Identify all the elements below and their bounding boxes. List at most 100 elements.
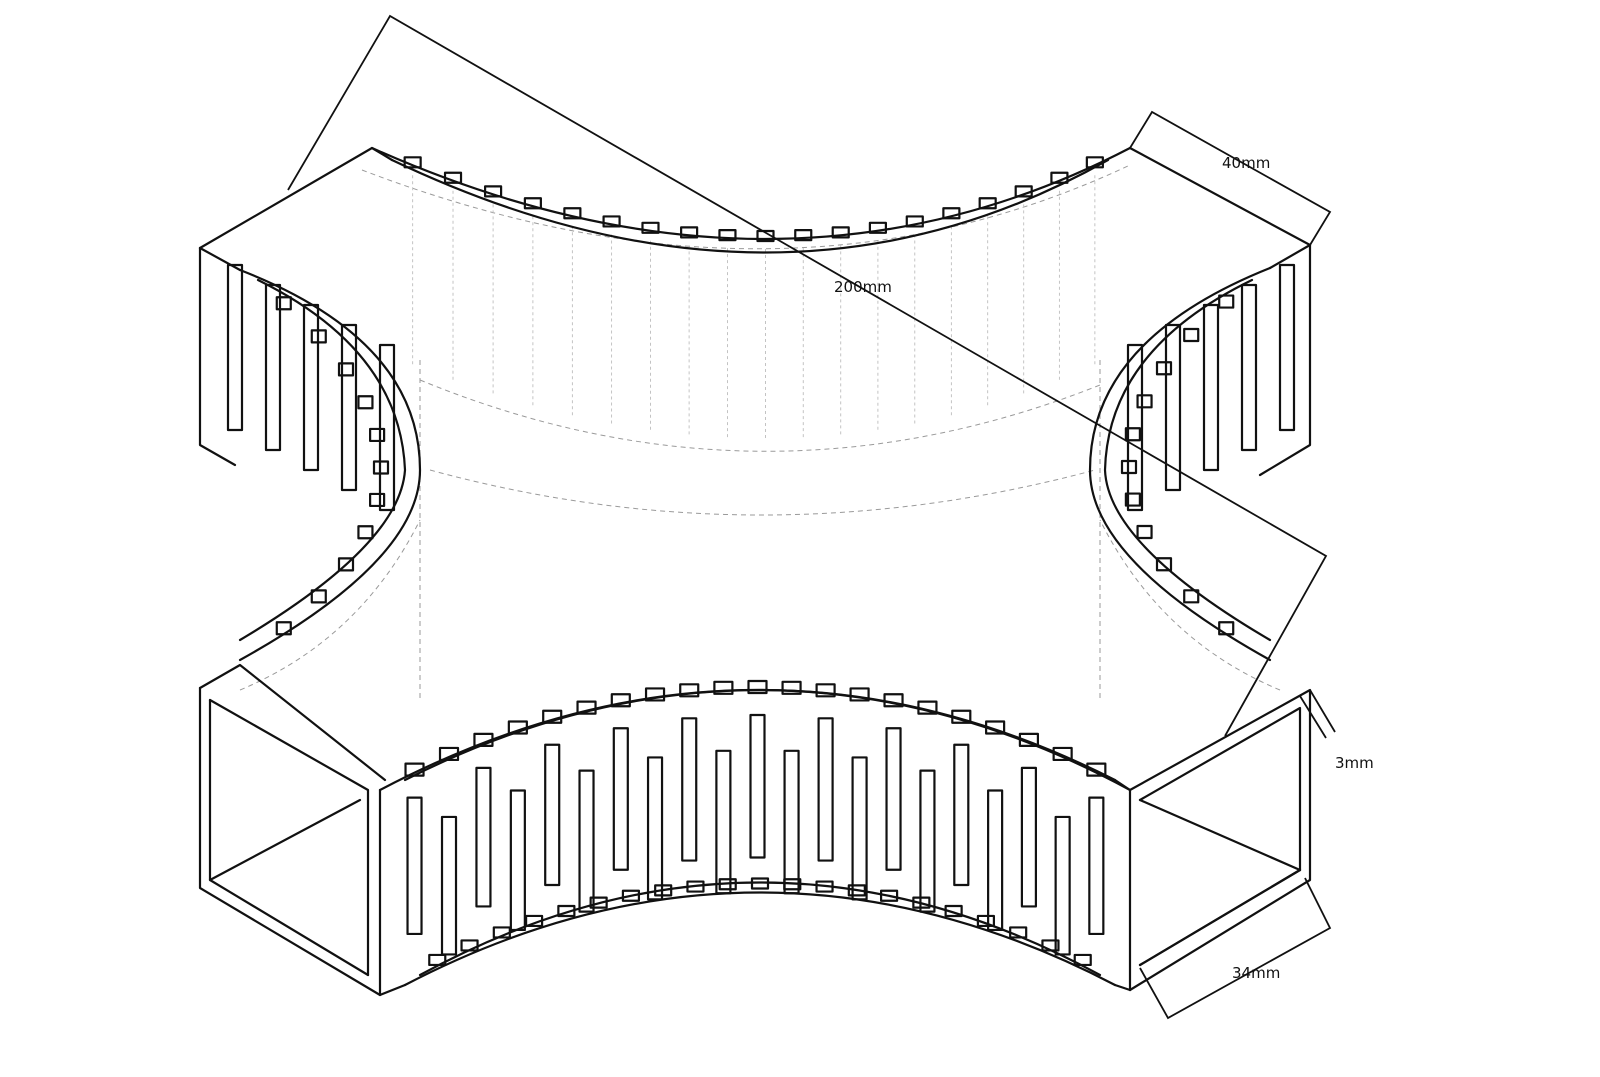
dimension-lines <box>287 14 1336 1020</box>
hinge-slot <box>1202 303 1220 472</box>
joint-tooth <box>1014 185 1033 198</box>
joint-tooth <box>524 914 544 928</box>
joint-tooth <box>756 229 775 243</box>
hinge-slot <box>1164 323 1182 492</box>
hinge-slot <box>1240 283 1258 452</box>
joint-tooth <box>794 228 813 242</box>
joint-tooth <box>750 877 770 890</box>
hinge-slot <box>544 743 561 887</box>
joint-tooth <box>563 207 582 220</box>
joint-tooth <box>1086 762 1107 777</box>
joint-tooth <box>473 732 494 747</box>
joint-tooth <box>849 687 870 702</box>
joint-tooth <box>610 693 631 708</box>
joint-tooth <box>337 362 355 377</box>
hinge-slot <box>1278 263 1296 432</box>
joint-tooth <box>507 720 528 735</box>
joint-tooth <box>985 720 1006 735</box>
joint-tooth <box>1009 926 1028 939</box>
joint-tooth <box>369 492 386 508</box>
joint-tooth <box>1018 732 1040 747</box>
hinge-slot <box>578 769 595 913</box>
joint-tooth <box>523 197 542 210</box>
joint-tooth <box>369 427 386 443</box>
dimension-34mm-line <box>1139 877 1332 1020</box>
joint-tooth <box>1050 171 1069 184</box>
joint-tooth <box>275 296 292 311</box>
finger-joints <box>275 156 1235 967</box>
hinge-slot <box>440 815 458 956</box>
joint-tooth <box>1218 621 1235 636</box>
hinge-slot <box>715 749 732 895</box>
joint-tooth <box>492 926 511 939</box>
joint-tooth <box>944 904 963 918</box>
joint-tooth <box>917 700 938 715</box>
label-3mm: 3mm <box>1335 754 1374 772</box>
hidden-back-wall <box>412 175 1096 439</box>
joint-tooth <box>815 880 834 893</box>
joint-tooth <box>686 880 705 893</box>
joint-tooth <box>644 687 666 702</box>
label-34mm: 34mm <box>1232 964 1280 982</box>
joint-tooth <box>1218 294 1235 309</box>
joint-tooth <box>1041 939 1060 952</box>
joint-tooth <box>781 680 802 695</box>
hinge-slot <box>851 756 868 901</box>
hinge-slot <box>378 343 396 512</box>
joint-tooth <box>883 693 904 708</box>
joint-tooth <box>337 557 355 572</box>
joint-tooth <box>747 679 768 695</box>
hinge-slot <box>226 263 244 432</box>
joint-tooth <box>868 221 887 234</box>
hinge-slot <box>1088 796 1105 936</box>
joint-tooth <box>443 171 463 184</box>
hinge-slot <box>1054 815 1071 956</box>
joint-tooth <box>1124 492 1141 507</box>
living-hinge-slots <box>226 263 1296 956</box>
joint-tooth <box>1155 361 1173 376</box>
hinge-slot <box>919 769 936 913</box>
joint-tooth <box>460 939 479 952</box>
hinge-slot <box>340 323 358 492</box>
label-40mm: 40mm <box>1222 154 1270 172</box>
joint-tooth <box>428 953 447 967</box>
hinge-slot <box>749 713 766 859</box>
joint-tooth <box>1183 327 1200 343</box>
hidden-lines <box>239 164 1281 700</box>
hinge-slot <box>953 743 970 887</box>
joint-tooth <box>905 215 924 228</box>
joint-tooth <box>831 226 850 239</box>
hinge-slot <box>406 796 423 936</box>
hinge-slot <box>817 717 834 862</box>
joint-tooth <box>713 680 734 695</box>
joint-tooth <box>576 700 597 715</box>
dimension-40mm-line <box>1129 110 1332 246</box>
joint-tooth <box>1052 746 1073 762</box>
hinge-slot <box>1126 343 1144 512</box>
hinge-slot <box>612 727 629 871</box>
joint-tooth <box>557 904 576 918</box>
joint-tooth <box>438 746 460 762</box>
joint-tooth <box>621 889 641 902</box>
joint-tooth <box>641 221 660 234</box>
label-200mm: 200mm <box>834 278 892 296</box>
joint-tooth <box>275 621 292 636</box>
hinge-slot <box>783 749 800 895</box>
joint-tooth <box>718 878 737 891</box>
dimension-200mm-line <box>287 14 1328 737</box>
dimension-3mm-line <box>1299 689 1336 739</box>
joint-tooth <box>1155 557 1173 572</box>
hinge-slot <box>264 283 282 452</box>
frame-outline <box>198 146 1312 997</box>
joint-tooth <box>357 525 374 540</box>
joint-tooth <box>978 197 997 210</box>
hinge-slot <box>302 303 320 472</box>
joint-tooth <box>1183 589 1200 604</box>
joint-tooth <box>879 889 899 902</box>
joint-tooth <box>403 156 422 169</box>
joint-tooth <box>815 683 836 698</box>
hinge-slot <box>646 756 664 901</box>
joint-tooth <box>542 709 563 724</box>
joint-tooth <box>310 589 327 604</box>
joint-tooth <box>602 215 621 228</box>
